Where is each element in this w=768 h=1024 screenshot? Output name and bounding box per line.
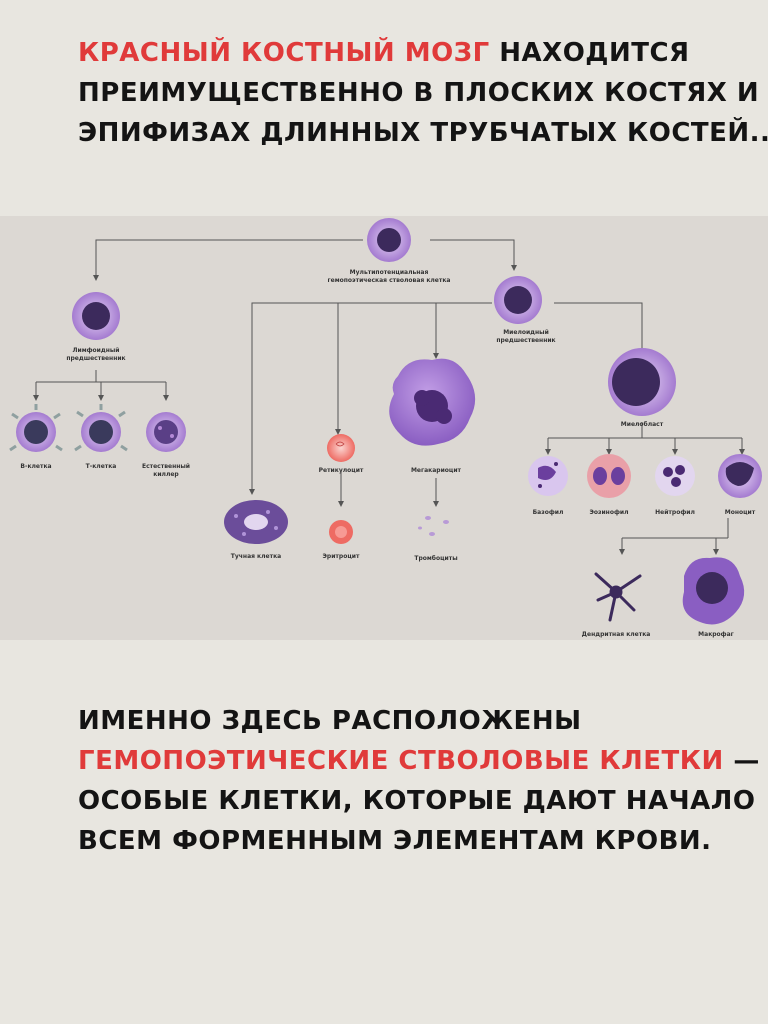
platelets [418, 516, 449, 536]
highlight-stem-cells: гемопоэтические стволовые клетки [78, 746, 724, 776]
label-mast-cell: Тучная клетка [231, 553, 281, 560]
lymphoid-progenitor [72, 292, 120, 340]
label-myeloblast: Миелобласт [621, 421, 664, 428]
monocyte [718, 454, 762, 498]
connector-lines [33, 239, 745, 555]
macrophage [682, 557, 745, 625]
label-lymph-2: предшественник [66, 355, 125, 362]
body-line-2: гемопоэтические стволовые клетки — [78, 746, 760, 776]
label-stem-1: Мультипотенциальная [350, 269, 429, 276]
label-t-cell: Т-клетка [86, 463, 117, 470]
body-line-2-rest: — [723, 746, 760, 776]
label-myeloid-1: Миелоидный [503, 329, 549, 336]
erythrocyte [329, 520, 353, 544]
label-dendritic: Дендритная клетка [582, 631, 651, 638]
headline-line-3: эпифизах длинных трубчатых костей.. [78, 118, 768, 148]
t-cell [74, 404, 128, 452]
label-nk-2: киллер [153, 471, 179, 478]
label-eosinophil: Эозинофил [589, 509, 628, 516]
neutrophil [655, 456, 695, 496]
label-platelets: Тромбоциты [414, 555, 457, 562]
label-reticulocyte: Ретикулоцит [319, 467, 364, 474]
label-b-cell: В-клетка [20, 463, 51, 470]
body-line-3: особые клетки, которые дают начало [78, 786, 756, 816]
label-megakaryocyte: Мегакариоцит [411, 467, 462, 474]
b-cell [9, 404, 63, 452]
label-stem-2: гемопоэтическая стволовая клетка [328, 277, 451, 284]
label-neutrophil: Нейтрофил [655, 509, 695, 516]
body-line-1: Именно здесь расположены [78, 706, 582, 736]
headline-line-2: преимущественно в плоских костях и [78, 78, 760, 108]
label-monocyte: Моноцит [725, 509, 756, 516]
label-lymph-1: Лимфоидный [73, 347, 120, 354]
nk-cell [146, 412, 186, 452]
label-erythrocyte: Эритроцит [323, 553, 360, 560]
headline-line-1-rest: находится [499, 38, 690, 68]
eosinophil [587, 454, 631, 498]
highlight-red-bone-marrow: Красный костный мозг [78, 38, 490, 68]
label-myeloid-2: предшественник [496, 337, 555, 344]
hematopoiesis-diagram: Мультипотенциальная гемопоэтическая ство… [0, 216, 768, 640]
reticulocyte [327, 434, 355, 462]
megakaryocyte [389, 358, 476, 446]
dendritic-cell [594, 572, 642, 622]
label-basophil: Базофил [533, 509, 564, 516]
body-line-4: всем форменным элементам крови. [78, 826, 712, 856]
label-macrophage: Макрофаг [698, 631, 734, 638]
label-nk-1: Естественный [142, 463, 190, 470]
basophil [528, 456, 568, 496]
diagram-svg: Мультипотенциальная гемопоэтическая ство… [9, 218, 762, 638]
headline-line-1: Красный костный мозг находится [78, 38, 690, 68]
mast-cell [224, 500, 288, 544]
myeloid-progenitor [494, 276, 542, 324]
stem-cell [367, 218, 411, 262]
myeloblast [608, 348, 676, 416]
